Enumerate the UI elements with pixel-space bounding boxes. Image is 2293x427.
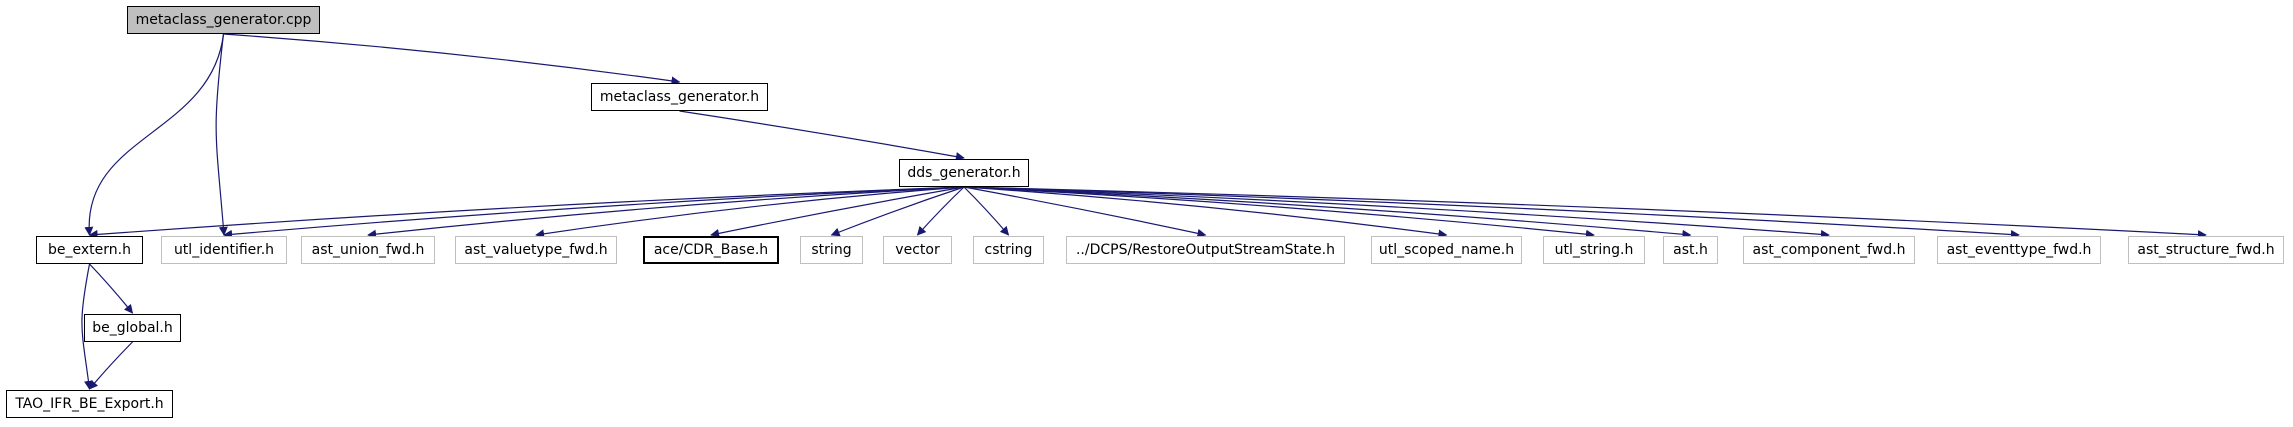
node-ast-union-fwd-h: ast_union_fwd.h	[301, 236, 435, 264]
node-vector: vector	[883, 236, 952, 264]
edge-dds_generator_h-to-utl_scoped_name_h	[963, 186, 1448, 239]
edge-dds_generator_h-to-ast_valuetype_fwd_h	[535, 186, 965, 239]
node-restore-output-stream-state-h: ../DCPS/RestoreOutputStreamState.h	[1066, 236, 1345, 264]
node-string: string	[800, 236, 863, 264]
node-ast-eventtype-fwd-h: ast_eventtype_fwd.h	[1937, 236, 2101, 264]
node-ast-component-fwd-h: ast_component_fwd.h	[1743, 236, 1915, 264]
edge-dds_generator_h-to-restore_output_stream_state_h	[963, 186, 1207, 238]
edge-be_global_h-to-tao_ifr_be_export_h	[88, 341, 133, 390]
node-ast-h: ast.h	[1663, 236, 1718, 264]
edge-dds_generator_h-to-string	[830, 186, 965, 237]
edge-dds_generator_h-to-ast_structure_fwd_h	[963, 186, 2207, 240]
edge-dds_generator_h-to-vector	[916, 186, 965, 236]
edge-dds_generator_h-to-ast_h	[963, 186, 1692, 239]
node-be-global-h[interactable]: be_global.h	[84, 314, 181, 342]
node-be-extern-h[interactable]: be_extern.h	[36, 236, 143, 264]
edge-metaclass_generator_h-to-dds_generator_h	[679, 110, 965, 162]
node-utl-string-h: utl_string.h	[1543, 236, 1645, 264]
edge-dds_generator_h-to-be_extern_h	[88, 186, 965, 239]
node-metaclass-generator-cpp: metaclass_generator.cpp	[127, 6, 320, 34]
node-ast-valuetype-fwd-h: ast_valuetype_fwd.h	[455, 236, 617, 264]
edge-dds_generator_h-to-cstring	[963, 186, 1010, 236]
edge-metaclass_generator_cpp-to-utl_identifier_h	[215, 33, 228, 236]
edges	[81, 33, 2207, 390]
edge-be_extern_h-to-be_global_h	[89, 263, 134, 314]
node-ace-cdr-base-h[interactable]: ace/CDR_Base.h	[643, 236, 779, 264]
edge-metaclass_generator_cpp-to-be_extern_h	[84, 33, 225, 236]
edge-dds_generator_h-to-ace_cdr_base_h	[710, 186, 965, 238]
node-utl-scoped-name-h: utl_scoped_name.h	[1371, 236, 1522, 264]
edge-dds_generator_h-to-ast_union_fwd_h	[367, 186, 965, 239]
edge-be_extern_h-to-tao_ifr_be_export_h	[81, 263, 93, 390]
edge-dds_generator_h-to-utl_identifier_h	[223, 186, 965, 239]
edge-dds_generator_h-to-utl_string_h	[963, 186, 1595, 239]
node-utl-identifier-h: utl_identifier.h	[161, 236, 287, 264]
node-ast-structure-fwd-h: ast_structure_fwd.h	[2128, 236, 2284, 264]
node-cstring: cstring	[973, 236, 1044, 264]
node-metaclass-generator-h[interactable]: metaclass_generator.h	[591, 83, 768, 111]
edge-dds_generator_h-to-ast_component_fwd_h	[963, 186, 1830, 239]
edge-dds_generator_h-to-ast_eventtype_fwd_h	[963, 186, 2020, 240]
edge-metaclass_generator_cpp-to-metaclass_generator_h	[223, 33, 681, 86]
node-tao-ifr-be-export-h[interactable]: TAO_IFR_BE_Export.h	[6, 390, 173, 418]
node-dds-generator-h[interactable]: dds_generator.h	[899, 159, 1029, 187]
